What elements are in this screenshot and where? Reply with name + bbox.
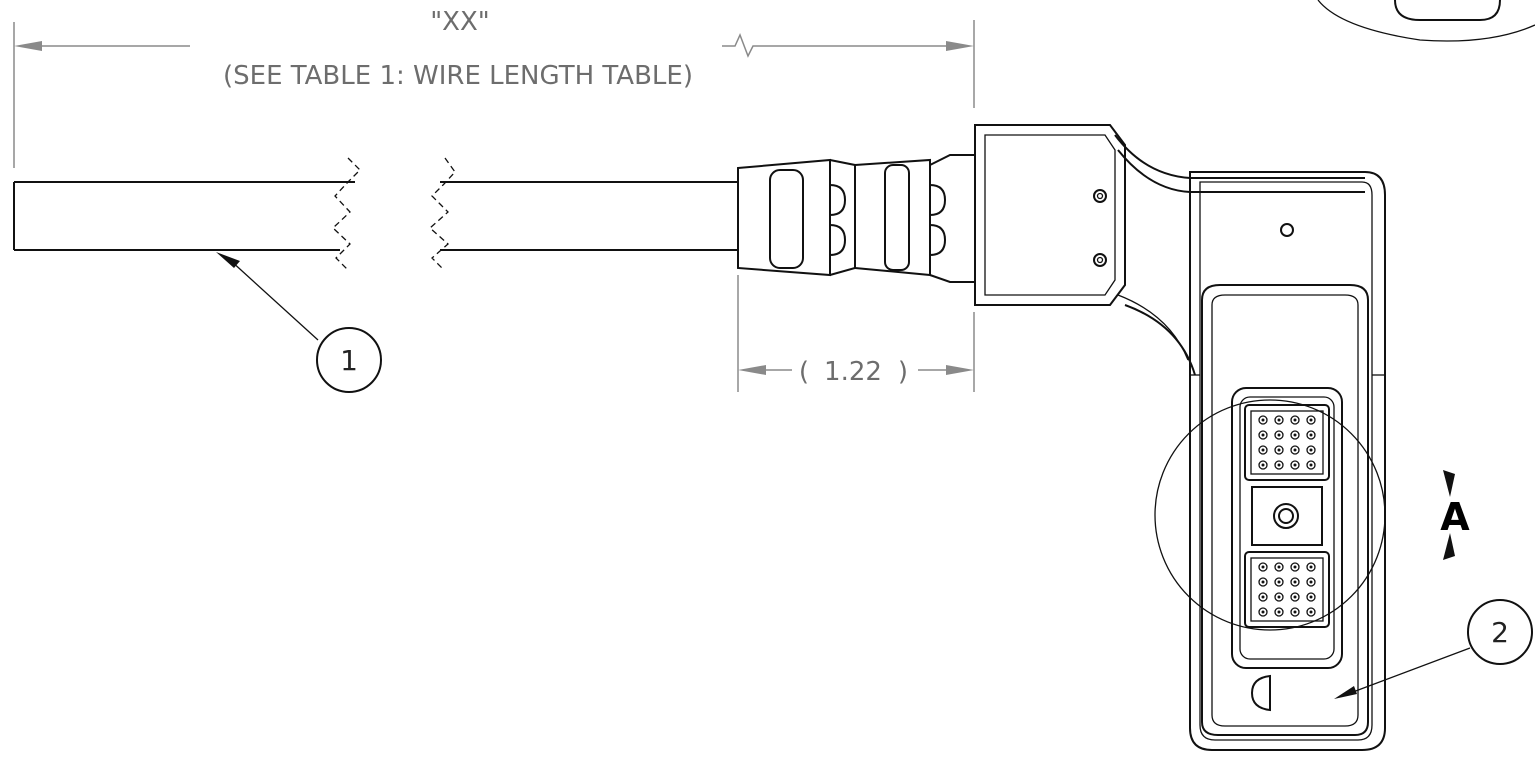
contact-pin — [1306, 577, 1316, 587]
contact-pin — [1306, 415, 1316, 425]
overall-length-note: (SEE TABLE 1: WIRE LENGTH TABLE) — [223, 61, 693, 91]
contact-pin-center — [1261, 448, 1265, 452]
cable-break-right — [429, 157, 456, 271]
contact-pin-center — [1261, 433, 1265, 437]
contact-pin — [1290, 562, 1300, 572]
balloon-2-number: 2 — [1491, 616, 1509, 649]
contact-pin-center — [1277, 580, 1281, 584]
contact-pin — [1258, 592, 1268, 602]
contact-pin-center — [1293, 565, 1297, 569]
detail-view-label: A — [1440, 495, 1470, 539]
contact-pin — [1290, 592, 1300, 602]
contact-pin-center — [1277, 418, 1281, 422]
strain-relief-value: 1.22 — [824, 357, 882, 387]
contact-pin — [1290, 430, 1300, 440]
connector-backshell — [974, 124, 1365, 376]
contact-pin-center — [1293, 580, 1297, 584]
contact-pin — [1274, 577, 1284, 587]
contact-pin-center — [1277, 595, 1281, 599]
cable — [13, 157, 738, 271]
contact-pin-center — [1261, 610, 1265, 614]
strain-relief-length-dimension: ( 1.22 ) — [737, 275, 975, 392]
contact-pin — [1306, 607, 1316, 617]
contact-pin-center — [1309, 418, 1313, 422]
balloon-1-number: 1 — [340, 344, 358, 377]
pin-block-top — [1244, 404, 1330, 481]
contact-pin-center — [1261, 580, 1265, 584]
contact-pin-center — [1261, 565, 1265, 569]
contact-pin — [1306, 460, 1316, 470]
strain-relief-paren-open: ( — [799, 357, 809, 387]
contact-pin-center — [1293, 418, 1297, 422]
overall-length-label: "XX" — [430, 7, 490, 37]
contact-pin — [1258, 415, 1268, 425]
balloon-item-1: 1 — [216, 252, 382, 393]
connector-body — [1189, 171, 1386, 751]
contact-pin — [1258, 445, 1268, 455]
contact-pin — [1274, 592, 1284, 602]
contact-pin — [1274, 415, 1284, 425]
strain-relief-paren-close: ) — [898, 357, 908, 387]
contact-pin-center — [1293, 463, 1297, 467]
contact-pin-center — [1293, 433, 1297, 437]
contact-pin — [1258, 577, 1268, 587]
contact-pin — [1290, 460, 1300, 470]
contact-pin — [1274, 430, 1284, 440]
contact-pin — [1290, 577, 1300, 587]
contact-pin — [1306, 592, 1316, 602]
screw-bottom — [1093, 253, 1107, 267]
contact-pin — [1258, 460, 1268, 470]
cable-break-left — [332, 157, 361, 271]
contact-pin-center — [1261, 595, 1265, 599]
latch-half-circle — [1250, 674, 1271, 712]
contact-pin — [1290, 445, 1300, 455]
pin-array-bottom — [1258, 562, 1316, 617]
contact-pin-center — [1261, 418, 1265, 422]
contact-pin — [1274, 460, 1284, 470]
detail-view-a-marker: A — [1154, 399, 1470, 631]
contact-pin-center — [1309, 580, 1313, 584]
contact-pin — [1306, 430, 1316, 440]
contact-pin — [1306, 562, 1316, 572]
contact-pin — [1258, 562, 1268, 572]
contact-pin-center — [1277, 610, 1281, 614]
contact-pin-center — [1309, 463, 1313, 467]
contact-pin-center — [1277, 463, 1281, 467]
pin-block-bottom — [1244, 551, 1330, 628]
pin-array-top — [1258, 415, 1316, 470]
contact-pin-center — [1309, 595, 1313, 599]
detail-view-partial-outline — [1317, 0, 1535, 42]
contact-pin-center — [1293, 448, 1297, 452]
contact-pin-center — [1293, 595, 1297, 599]
contact-pin — [1306, 445, 1316, 455]
balloon-item-2: 2 — [1334, 599, 1533, 699]
contact-pin-center — [1293, 610, 1297, 614]
alignment-hole — [1280, 223, 1294, 237]
strain-relief-boot — [737, 154, 976, 283]
contact-pin — [1274, 445, 1284, 455]
contact-pin-center — [1261, 463, 1265, 467]
contact-pin — [1258, 607, 1268, 617]
contact-pin — [1274, 607, 1284, 617]
contact-pin-center — [1309, 610, 1313, 614]
center-key — [1251, 486, 1323, 546]
contact-pin — [1290, 415, 1300, 425]
contact-pin-center — [1277, 565, 1281, 569]
contact-pin-center — [1309, 433, 1313, 437]
contact-pin — [1274, 562, 1284, 572]
contact-pin — [1290, 607, 1300, 617]
contact-pin-center — [1277, 448, 1281, 452]
contact-pin-center — [1309, 565, 1313, 569]
contact-pin-center — [1309, 448, 1313, 452]
contact-pin — [1258, 430, 1268, 440]
overall-length-dimension: "XX" (SEE TABLE 1: WIRE LENGTH TABLE) — [13, 7, 975, 168]
contact-pin-center — [1277, 433, 1281, 437]
screw-top — [1093, 189, 1107, 203]
